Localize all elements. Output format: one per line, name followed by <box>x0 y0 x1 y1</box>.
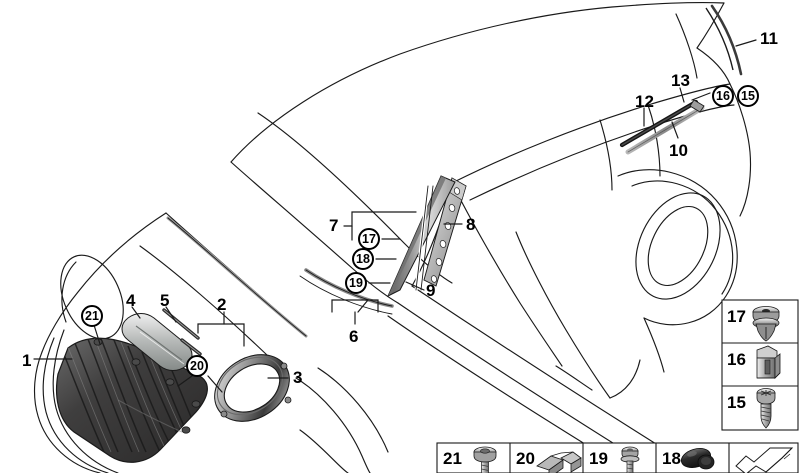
callout-17-circled[interactable]: 17 <box>358 228 380 250</box>
callout-6[interactable]: 6 <box>349 327 359 346</box>
grommet-plug-icon <box>752 306 780 342</box>
callout-5[interactable]: 5 <box>160 291 170 310</box>
hex-flange-screw-icon <box>473 446 497 473</box>
tapping-screw-icon <box>756 388 776 429</box>
expanding-clip-icon <box>756 345 781 379</box>
part-12-roof-rail-trim-left <box>619 99 699 148</box>
hood-front-moulding <box>166 216 308 338</box>
legend-bottom-number-18: 18 <box>662 449 681 468</box>
callout-4[interactable]: 4 <box>126 291 136 310</box>
part-5-grille-strip <box>162 308 202 356</box>
callout-3[interactable]: 3 <box>293 368 303 387</box>
callout-15-circled[interactable]: 15 <box>737 85 759 107</box>
legend-bottom-number-21: 21 <box>443 449 462 468</box>
part-13-roof-rail-end-cap <box>689 99 705 113</box>
callout-1[interactable]: 1 <box>22 351 32 370</box>
legend-bottom-number-20: 20 <box>516 449 535 468</box>
callout-16-circled[interactable]: 16 <box>712 85 734 107</box>
callout-8[interactable]: 8 <box>466 215 476 234</box>
legend-right-number-17: 17 <box>727 307 746 326</box>
part-11-roof-edge-moulding <box>705 4 743 76</box>
callout-10[interactable]: 10 <box>669 141 688 160</box>
legend-bottom-number-19: 19 <box>589 449 608 468</box>
callout-9[interactable]: 9 <box>426 281 436 300</box>
callout-13[interactable]: 13 <box>671 71 690 90</box>
callout-21-circled[interactable]: 21 <box>81 305 103 327</box>
part-3-headlight-trim-ring <box>214 354 292 422</box>
callout-18-circled[interactable]: 18 <box>352 248 374 270</box>
callout-2[interactable]: 2 <box>217 295 227 314</box>
collar-screw-icon <box>620 446 640 473</box>
callout-19-circled[interactable]: 19 <box>345 272 367 294</box>
callout-11[interactable]: 11 <box>760 29 778 48</box>
part-10-roof-rail-trim-right <box>625 105 705 155</box>
clamp-bracket-icon <box>536 451 582 473</box>
rubber-plug-icon <box>680 448 715 470</box>
part-4-upper-grille-trim <box>121 313 193 371</box>
legend-right-number-15: 15 <box>727 393 746 412</box>
callout-7[interactable]: 7 <box>329 216 339 235</box>
callout-20-circled[interactable]: 20 <box>186 355 208 377</box>
legend-right-number-16: 16 <box>727 350 746 369</box>
sheet-bracket-icon <box>735 447 794 473</box>
callout-12[interactable]: 12 <box>635 92 654 111</box>
part-9-a-pillar-seal <box>414 184 434 292</box>
